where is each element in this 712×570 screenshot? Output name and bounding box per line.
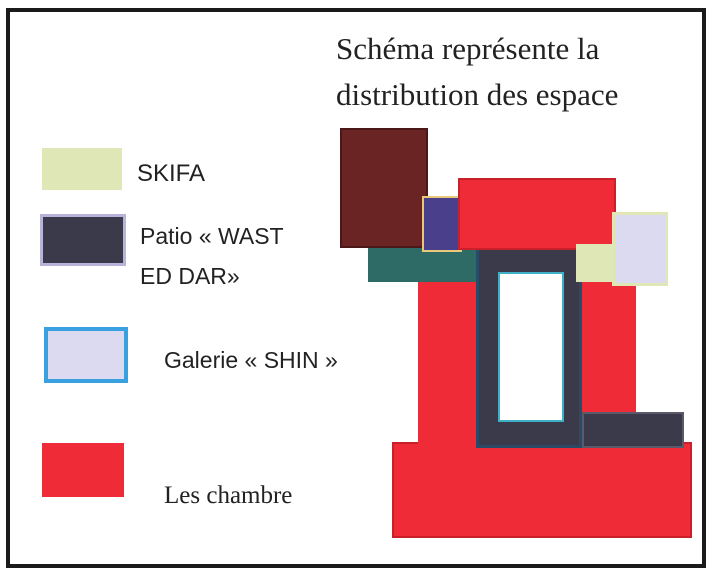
- galerie-block: [612, 212, 668, 286]
- legend-label-patio: Patio « WAST ED DAR»: [140, 216, 284, 296]
- patio-courtyard: [498, 272, 564, 422]
- chambre-left-wing: [418, 278, 478, 444]
- legend-label-skifa: SKIFA: [137, 160, 206, 187]
- legend-label-patio-line-1: Patio « WAST: [140, 223, 284, 249]
- dark-red-block: [340, 128, 428, 248]
- legend-swatch-skifa: [42, 148, 122, 190]
- teal-bar-block: [368, 246, 476, 282]
- legend-swatch-galerie: [44, 327, 128, 383]
- patio-right-block: [582, 412, 684, 448]
- legend-label-galerie: Galerie « SHIN »: [164, 347, 338, 373]
- skifa-block: [576, 244, 616, 282]
- diagram-title: Schéma représente la distribution des es…: [336, 26, 618, 118]
- title-line-2: distribution des espace: [336, 77, 619, 112]
- chambre-right-wing: [578, 278, 636, 416]
- legend-swatch-patio: [40, 214, 126, 266]
- title-line-1: Schéma représente la: [336, 31, 600, 66]
- chambre-bottom-block: [392, 442, 692, 538]
- chambre-top-block: [458, 178, 616, 250]
- legend-label-chambre: Les chambre: [164, 482, 293, 509]
- purple-block: [422, 196, 462, 252]
- legend-label-patio-line-2: ED DAR»: [140, 263, 240, 289]
- legend-swatch-chambre: [42, 443, 124, 497]
